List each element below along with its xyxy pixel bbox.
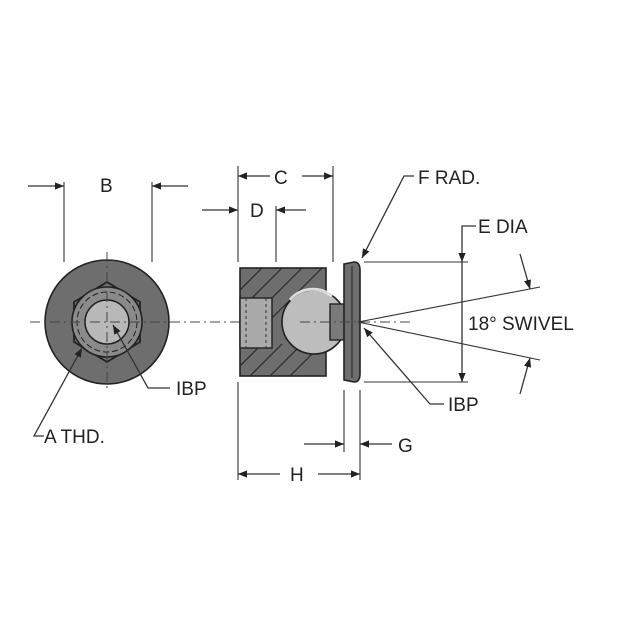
label-f-rad: F RAD. <box>418 168 480 189</box>
section-hatching <box>240 268 326 376</box>
swivel-angle: 18° SWIVEL <box>357 253 574 395</box>
dimension-c: C <box>237 166 334 262</box>
dimension-d: D <box>202 201 306 262</box>
end-view <box>30 252 240 392</box>
dimension-e-dia: E DIA <box>364 217 528 383</box>
label-ibp-right: IBP <box>448 395 479 416</box>
leader-f-rad: F RAD. <box>361 168 480 259</box>
leader-ibp-left: IBP <box>112 324 207 400</box>
threaded-bore <box>239 297 273 349</box>
leader-ibp-right: IBP <box>363 327 479 416</box>
dimension-h: H <box>237 382 360 486</box>
label-ibp-left: IBP <box>176 379 207 400</box>
side-view <box>239 261 410 383</box>
label-h: H <box>290 465 304 486</box>
label-e-dia: E DIA <box>478 217 528 238</box>
dimension-b: B <box>28 176 188 262</box>
label-d: D <box>250 201 264 222</box>
leader-a-thd: A THD. <box>32 347 105 448</box>
label-swivel: 18° SWIVEL <box>468 314 574 335</box>
label-a-thd: A THD. <box>44 427 105 448</box>
label-g: G <box>398 436 413 457</box>
label-c: C <box>274 168 288 189</box>
dimension-g: G <box>304 390 413 480</box>
label-b: B <box>100 176 113 197</box>
